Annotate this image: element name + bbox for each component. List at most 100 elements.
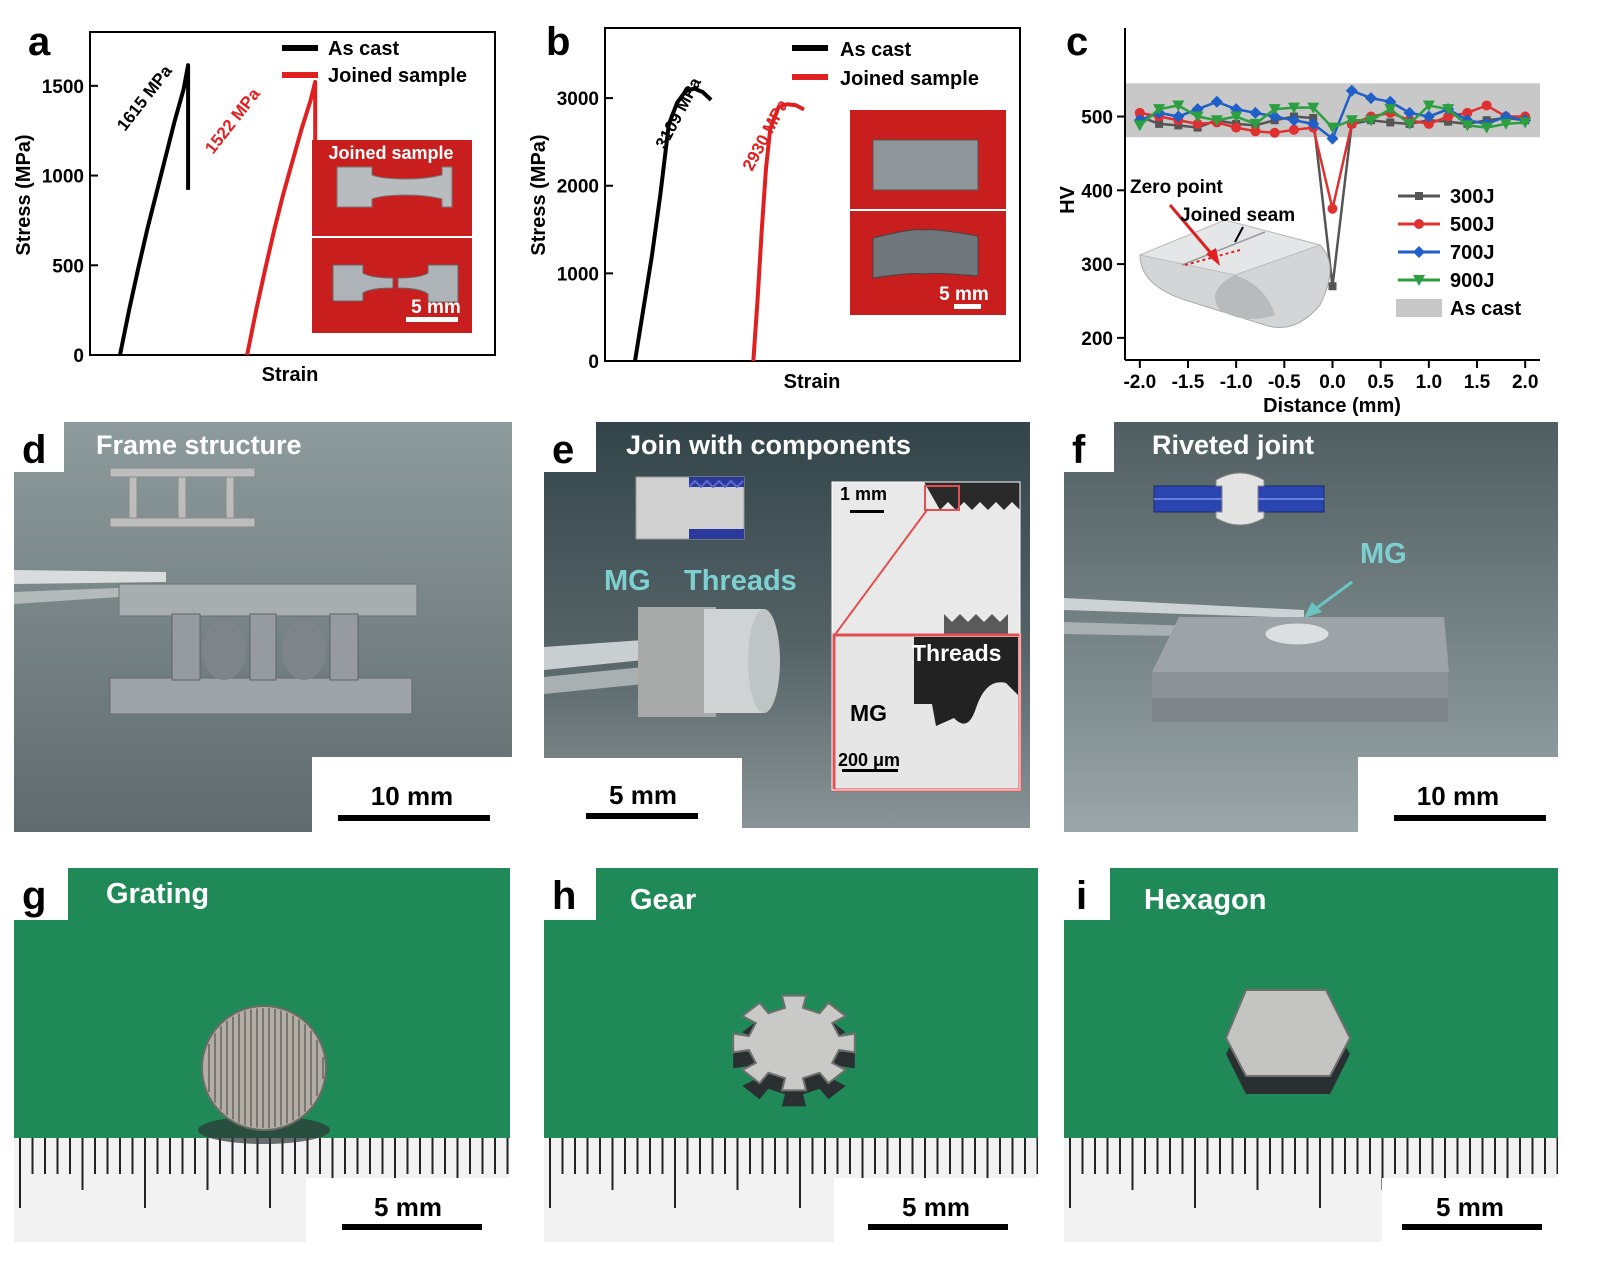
ytick-label-b-1: 1000	[557, 264, 599, 285]
ruler-g	[19, 1138, 509, 1208]
ytick-label-a-1: 500	[52, 256, 84, 277]
point-c-1-16	[1443, 111, 1454, 122]
point-c-0-10	[1328, 282, 1337, 291]
inset-e-scale-bottom: 200 μm	[838, 750, 901, 770]
panel-label-g-box: g	[14, 868, 68, 920]
point-c-3-4	[1210, 115, 1223, 127]
thread-joint-scene	[544, 422, 1030, 828]
panel-label-g: g	[22, 874, 47, 918]
xtick-label-c-5: 0.5	[1367, 372, 1394, 393]
panel-h-scale-text: 5 mm	[902, 1192, 970, 1222]
hexagon-top	[1224, 989, 1352, 1077]
rivet-schematic-icon	[1153, 472, 1325, 526]
xtick-label-c-7: 1.5	[1464, 372, 1491, 393]
xtick-label-c-4: 0.0	[1319, 372, 1345, 393]
point-c-2-14	[1403, 106, 1416, 119]
ytick-label-c-2: 400	[1081, 181, 1113, 202]
dogbone-fractured	[332, 264, 394, 302]
legend-c-band	[1396, 299, 1442, 317]
legend-c-marker-3	[1413, 275, 1425, 286]
panel-f-photo: f Riveted joint MG 10 mm	[1064, 422, 1558, 832]
chart-a-annotation-1: 1615 MPa	[113, 61, 176, 134]
point-c-2-15	[1422, 110, 1435, 123]
ytick-label-b-0: 0	[588, 352, 599, 373]
panel-d-scale-bar	[338, 815, 490, 821]
point-c-3-11	[1345, 115, 1358, 127]
point-c-1-18	[1481, 100, 1492, 111]
legend-c-band-label: As cast	[1450, 298, 1521, 320]
point-c-3-17	[1461, 120, 1474, 132]
thread-schematic-icon	[635, 476, 745, 540]
ytick-label-a-3: 1500	[42, 77, 84, 98]
point-c-1-6	[1250, 126, 1261, 137]
point-c-2-4	[1210, 95, 1223, 108]
chart-a-annotation-2: 1522 MPa	[201, 84, 264, 157]
point-c-2-11	[1345, 84, 1358, 97]
grating-lines	[208, 1008, 324, 1128]
inset-a-scale: 5 mm	[411, 297, 461, 318]
xtick-label-c-1: -1.5	[1172, 372, 1205, 393]
panel-e-scalebar: 5 mm	[544, 758, 742, 828]
panel-d-photo: d Frame structure 10 mm	[14, 422, 512, 832]
chart-c-annotation-seam: Joined seam	[1180, 205, 1295, 226]
point-c-3-12	[1365, 115, 1378, 127]
chart-a-frame	[89, 31, 496, 356]
legend-c-label-2: 700J	[1450, 242, 1495, 264]
gear-top	[732, 994, 856, 1092]
chart-a-xlabel: Strain	[262, 364, 319, 386]
chart-c-annotation-zero: Zero point	[1130, 177, 1224, 198]
chart-b-frame	[604, 27, 1021, 362]
point-c-1-0	[1134, 107, 1145, 118]
xtick-label-c-6: 1.0	[1416, 372, 1442, 393]
point-c-3-9	[1307, 102, 1320, 114]
panel-f-scalebar: 10 mm	[1358, 757, 1558, 832]
point-c-1-3	[1192, 118, 1203, 129]
dogbone-intact	[336, 166, 453, 208]
point-c-3-3	[1191, 111, 1204, 123]
series-b-1	[751, 102, 805, 362]
panel-d-scalebar: 10 mm	[312, 757, 512, 832]
series-a-1	[245, 79, 318, 356]
point-c-3-10	[1326, 122, 1339, 134]
panel-e-photo: e Join with components MG Threads 1 mm T…	[544, 422, 1030, 828]
point-c-1-17	[1462, 107, 1473, 118]
xtick-label-c-3: -0.5	[1268, 372, 1301, 393]
chart-b-xlabel: Strain	[784, 371, 841, 393]
panel-h-photo: h Gear 5 mm	[544, 868, 1038, 1242]
panel-g-photo: g Grating 5 mm	[14, 868, 510, 1242]
chart-a-ylabel: Stress (MPa)	[13, 134, 35, 255]
legend-c-marker-2	[1413, 246, 1425, 258]
chart-b-annotation-1: 3109 MPa	[652, 74, 705, 152]
point-c-3-6	[1249, 118, 1262, 130]
legend-b-label-2: Joined sample	[840, 68, 979, 90]
panel-g-title: Grating	[106, 878, 210, 910]
panel-d-title: Frame structure	[96, 430, 302, 460]
micrograph-inset-frame	[831, 481, 1021, 791]
point-c-1-8	[1288, 124, 1299, 135]
legend-a-label-1: As cast	[328, 38, 399, 60]
inset-e-scale-top: 1 mm	[840, 484, 888, 504]
point-c-1-15	[1423, 118, 1434, 129]
xtick-label-c-0: -2.0	[1123, 372, 1156, 393]
point-c-3-16	[1442, 104, 1455, 116]
panel-label-f: f	[1072, 428, 1086, 472]
panel-label-i: i	[1076, 874, 1088, 918]
point-c-0-13	[1386, 118, 1395, 127]
ruler-i	[1069, 1138, 1558, 1208]
ytick-label-c-0: 200	[1081, 329, 1113, 350]
panel-h-title: Gear	[630, 884, 697, 916]
point-c-2-9	[1307, 117, 1320, 130]
point-c-1-7	[1269, 127, 1280, 138]
point-c-0-2	[1174, 121, 1183, 130]
compression-sample-after	[872, 229, 979, 279]
inset-a-photo	[312, 140, 472, 333]
chart-b-ylabel: Stress (MPa)	[530, 134, 550, 255]
point-c-2-6	[1249, 106, 1262, 119]
panel-f-scale-bar	[1394, 815, 1546, 821]
point-c-3-2	[1172, 100, 1185, 112]
point-c-3-18	[1480, 122, 1493, 134]
legend-c-marker-0	[1415, 192, 1423, 200]
